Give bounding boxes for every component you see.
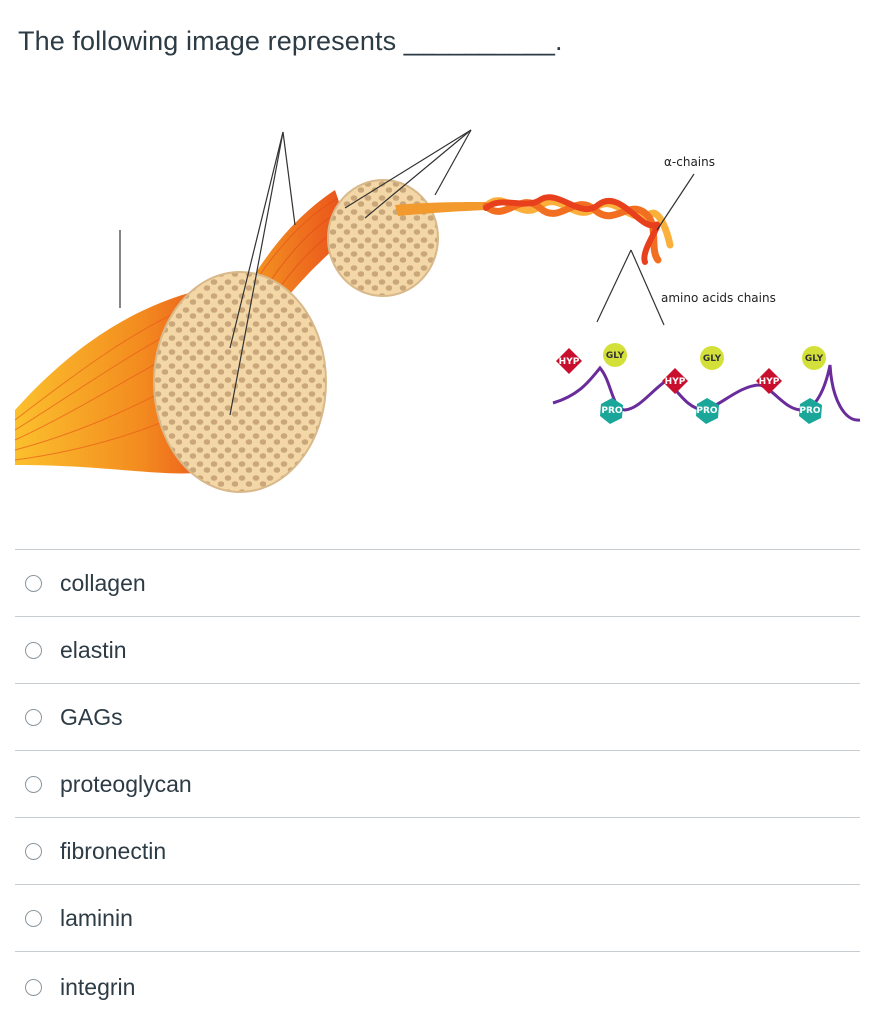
answer-option-gags[interactable]: GAGs bbox=[15, 683, 860, 750]
answer-option-elastin[interactable]: elastin bbox=[15, 616, 860, 683]
answer-label: proteoglycan bbox=[60, 770, 192, 797]
svg-text:GLY: GLY bbox=[606, 351, 625, 361]
residues: HYP GLY PRO HYP GLY PRO bbox=[556, 343, 826, 424]
answer-label: fibronectin bbox=[60, 837, 167, 864]
triple-helix bbox=[482, 194, 674, 265]
question-text: The following image represents _________… bbox=[18, 26, 563, 56]
radio-button[interactable] bbox=[25, 641, 42, 659]
svg-text:GLY: GLY bbox=[703, 354, 722, 364]
radio-button[interactable] bbox=[25, 708, 42, 726]
residue-pro-1: PRO bbox=[600, 398, 623, 424]
svg-text:PRO: PRO bbox=[696, 406, 718, 416]
answer-option-laminin[interactable]: laminin bbox=[15, 884, 860, 951]
svg-text:HYP: HYP bbox=[559, 357, 580, 367]
residue-gly-1: GLY bbox=[603, 343, 627, 367]
residue-hyp-3: HYP bbox=[756, 368, 782, 394]
radio-button[interactable] bbox=[25, 909, 42, 927]
svg-text:HYP: HYP bbox=[759, 377, 780, 387]
answer-label: elastin bbox=[60, 636, 127, 663]
answer-option-fibronectin[interactable]: fibronectin bbox=[15, 817, 860, 884]
answer-list: collagen elastin GAGs proteoglycan fibro… bbox=[15, 549, 860, 1022]
fibril-cross-section bbox=[327, 179, 439, 297]
figure-svg: α-chains amino acids chains HYP GLY PRO … bbox=[14, 129, 861, 493]
answer-option-collagen[interactable]: collagen bbox=[15, 549, 860, 616]
radio-button[interactable] bbox=[25, 574, 42, 592]
svg-text:HYP: HYP bbox=[665, 377, 686, 387]
radio-button[interactable] bbox=[25, 775, 42, 793]
answer-label: laminin bbox=[60, 904, 133, 931]
radio-button[interactable] bbox=[25, 978, 42, 996]
answer-label: GAGs bbox=[60, 703, 123, 730]
answer-option-integrin[interactable]: integrin bbox=[15, 951, 860, 1022]
svg-text:GLY: GLY bbox=[805, 354, 824, 364]
radio-button[interactable] bbox=[25, 842, 42, 860]
answer-option-proteoglycan[interactable]: proteoglycan bbox=[15, 750, 860, 817]
residue-pro-2: PRO bbox=[696, 398, 719, 424]
residue-gly-3: GLY bbox=[802, 346, 826, 370]
svg-text:PRO: PRO bbox=[799, 406, 821, 416]
svg-text:PRO: PRO bbox=[601, 406, 623, 416]
pointer-lines bbox=[119, 129, 695, 416]
residue-gly-2: GLY bbox=[700, 346, 724, 370]
residue-hyp-2: HYP bbox=[662, 368, 688, 394]
alpha-chains-label: α-chains bbox=[664, 155, 715, 169]
answer-label: integrin bbox=[60, 973, 136, 1000]
answer-label: collagen bbox=[60, 569, 146, 596]
amino-acids-chains-label: amino acids chains bbox=[661, 291, 776, 305]
fiber-cross-section bbox=[153, 271, 327, 493]
microfibril bbox=[395, 202, 488, 216]
residue-hyp-1: HYP bbox=[556, 348, 582, 374]
residue-pro-3: PRO bbox=[799, 398, 822, 424]
collagen-structure-figure: α-chains amino acids chains HYP GLY PRO … bbox=[0, 110, 879, 510]
